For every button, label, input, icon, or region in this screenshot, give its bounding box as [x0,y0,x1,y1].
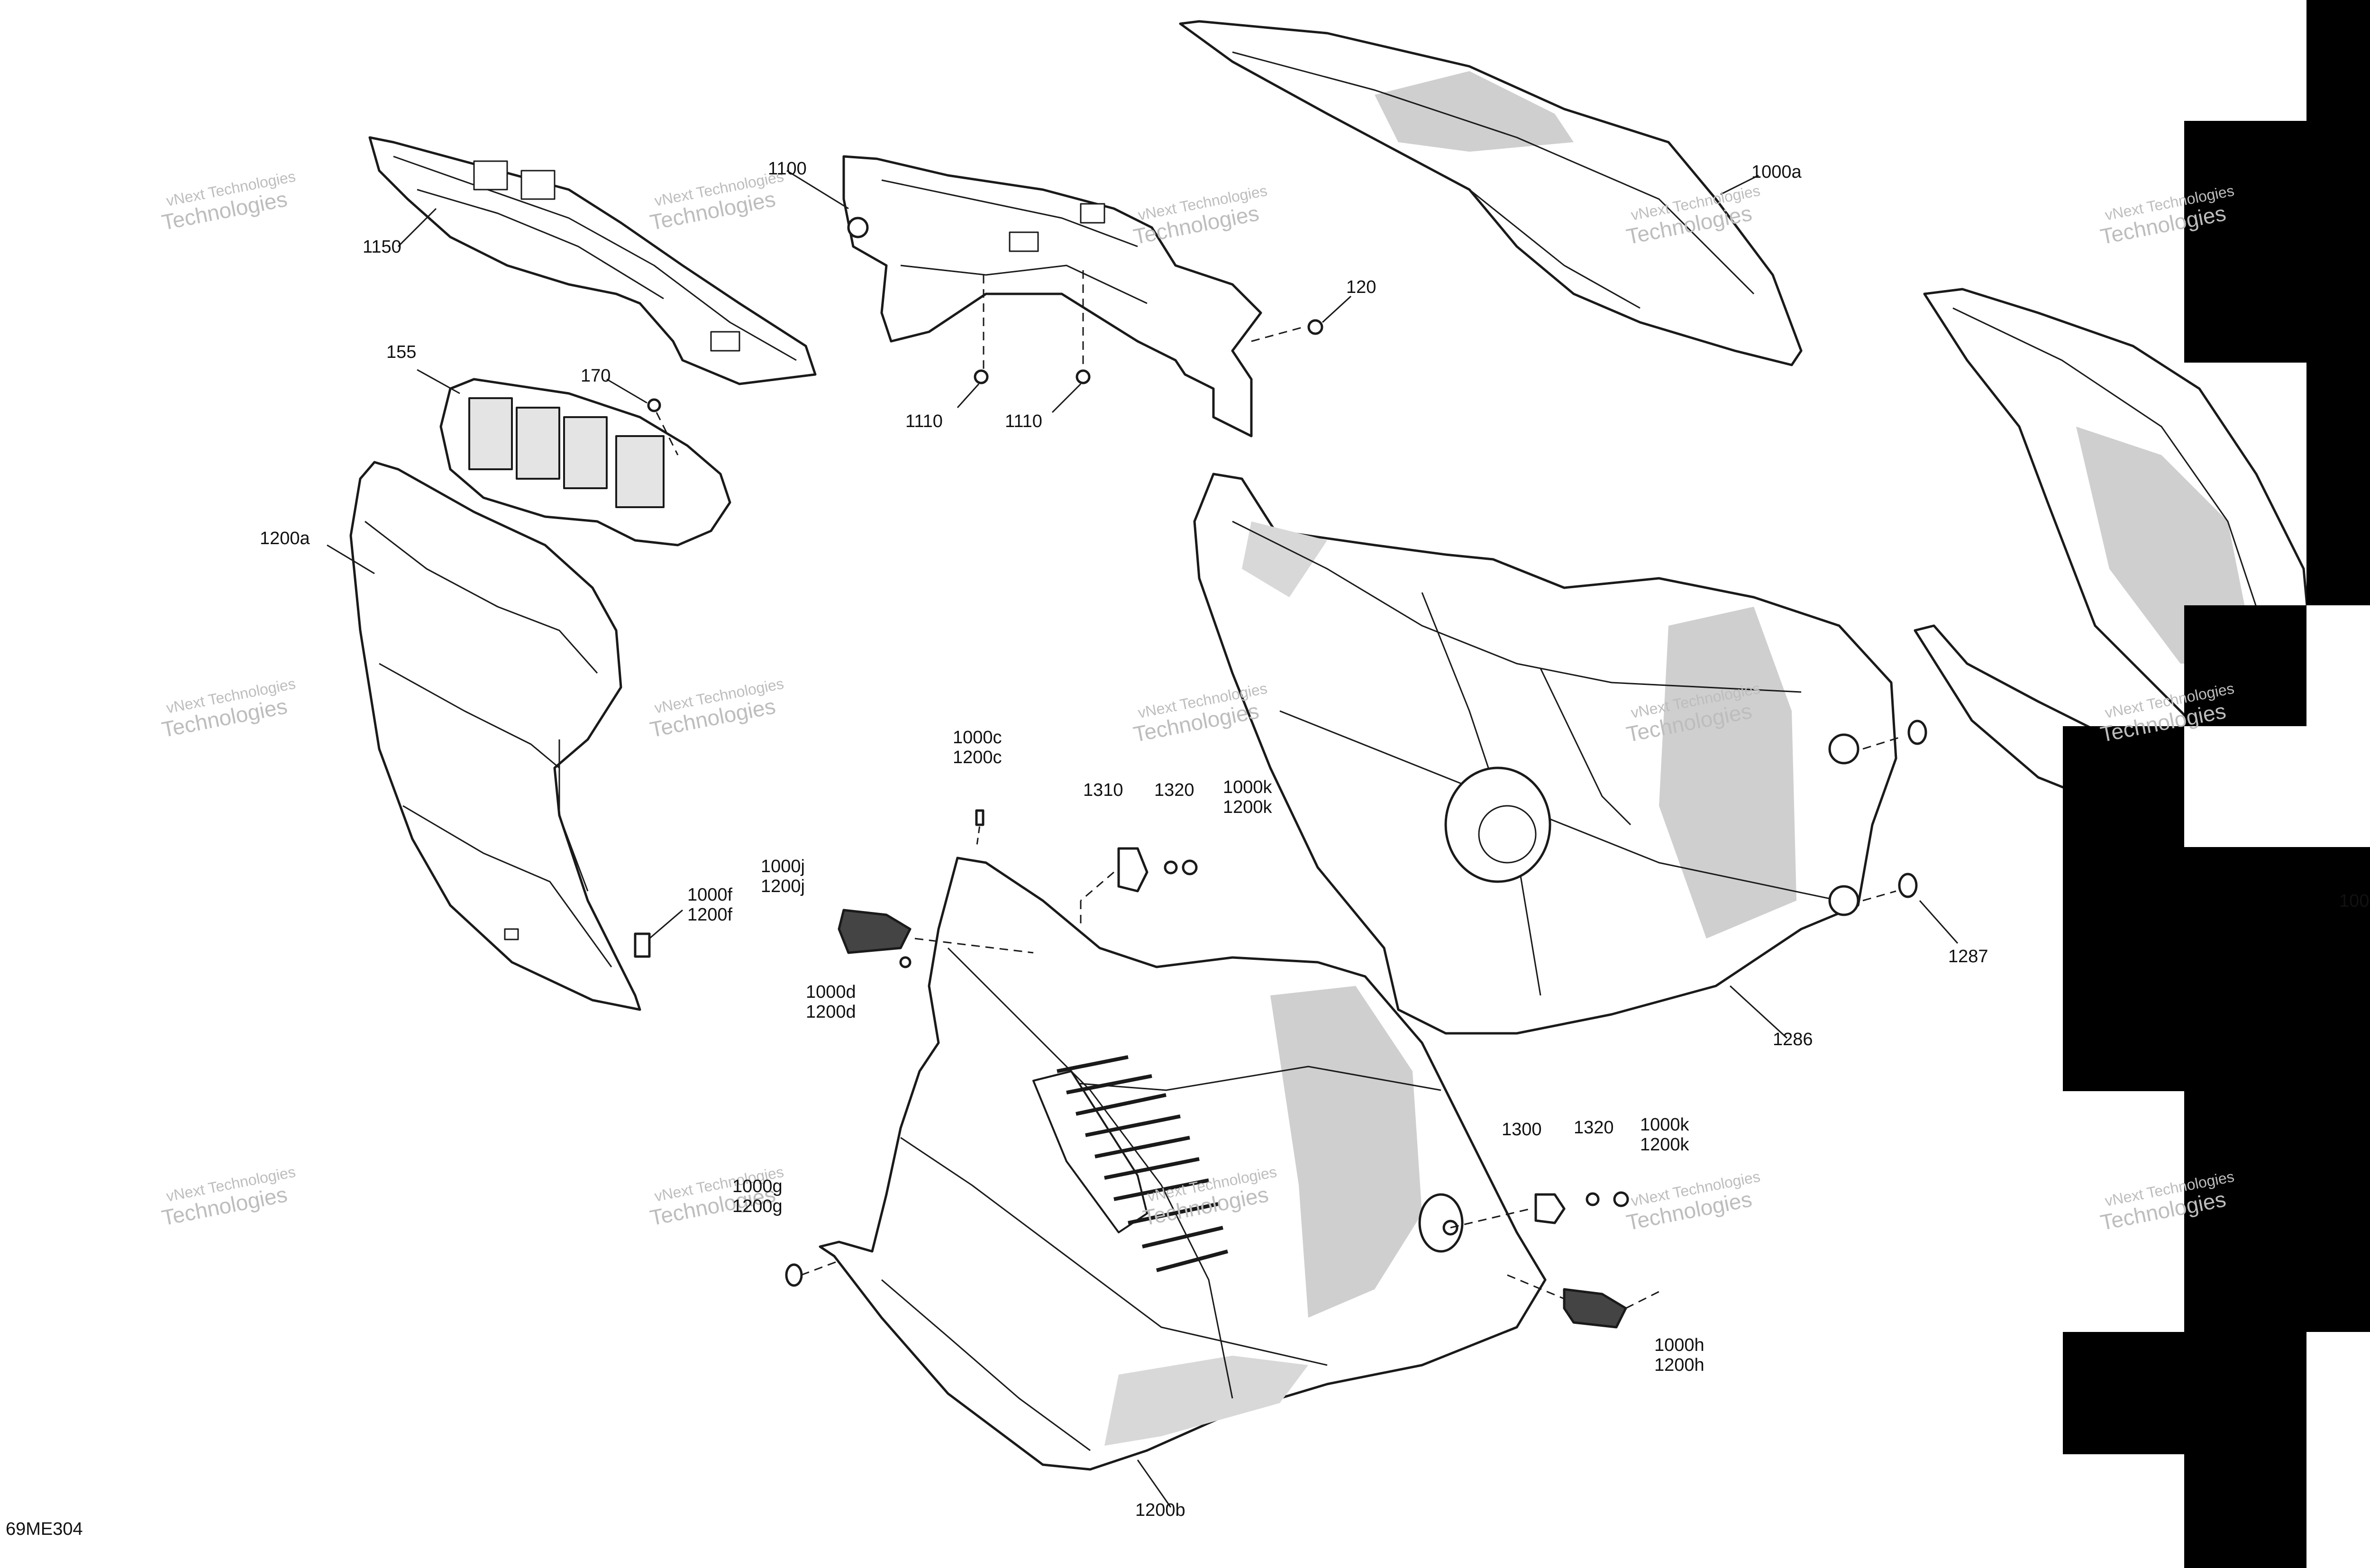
connector-1000h [1563,1288,1627,1329]
callout-1200a: 1200a [260,529,310,548]
fastener-120 [1307,319,1323,335]
vent-slots-1200b [1057,1055,1229,1272]
callout-1200b: 1200b [1135,1500,1185,1520]
washer-1320-a [1164,860,1178,875]
callout-1000j: 1000j [761,857,805,876]
part-1200a-side-panel [349,461,641,1011]
callout-1000d: 1000d [806,982,856,1002]
callout-1320-b: 1320 [1574,1118,1614,1138]
callout-1000c: 1000c [953,728,1002,748]
part-1286-inner-panel [1193,473,1897,1035]
callout-120: 120 [1346,277,1376,297]
callout-1200k-b: 1200k [1640,1135,1689,1155]
callout-1000c-1200c: 1000c 1200c [953,728,1002,767]
callout-1000f-1200f: 1000f 1200f [687,885,732,925]
callout-1000d-1200d: 1000d 1200d [806,982,856,1022]
callout-170: 170 [581,366,611,386]
callout-1000k-1200k-b: 1000k 1200k [1640,1115,1689,1155]
grommet-1310 [1117,847,1149,893]
callout-1110-a: 1110 [905,411,943,431]
part-1100-support [842,155,1262,438]
callout-1200k-a: 1200k [1223,797,1272,817]
callout-1200g: 1200g [732,1196,783,1216]
diagram-code: 69ME304 [6,1519,83,1539]
callout-1320-a: 1320 [1154,780,1194,800]
callout-1200h: 1200h [1654,1355,1705,1375]
callout-1200j: 1200j [761,876,805,896]
callout-1200d: 1200d [806,1002,856,1022]
callout-1200f: 1200f [687,905,733,925]
fastener-1110-a [974,369,989,384]
part-155-grille [439,378,731,547]
clip-1000c [975,809,984,826]
callout-1000k-b: 1000k [1640,1115,1689,1135]
part-1150-bracket [368,136,817,385]
callout-1000k-1200k-a: 1000k 1200k [1223,777,1272,817]
callout-1200c: 1200c [953,748,1002,767]
clip-1000f [634,932,651,958]
part-1000a-panel [1179,20,1803,366]
callout-1000g-1200g: 1000g 1200g [732,1176,783,1216]
callout-1300: 1300 [1502,1120,1542,1140]
callout-1000k-a: 1000k [1223,777,1272,797]
callout-1000b: 1000b [2339,891,2370,911]
fastener-170 [647,398,661,412]
callout-1000h: 1000h [1654,1335,1705,1355]
callout-1000j-1200j: 1000j 1200j [761,857,805,896]
callout-1100: 1100 [768,159,807,179]
callout-1310: 1310 [1083,780,1123,800]
screw-1000k-a [1182,859,1198,875]
grommet-1287-a [1907,720,1927,745]
callout-1110-b: 1110 [1005,411,1042,431]
callout-1000a: 1000a [1751,162,1802,182]
callout-1000h-1200h: 1000h 1200h [1654,1335,1705,1375]
callout-1150: 1150 [363,237,401,257]
callout-1000f: 1000f [687,885,733,905]
grommet-1287-b [1898,873,1918,898]
callout-1286: 1286 [1773,1030,1813,1049]
washer-1320-b [1586,1192,1600,1206]
screw-1000k-b [1613,1191,1629,1207]
grommet-1300 [1534,1193,1566,1224]
callout-1000g: 1000g [732,1176,783,1196]
dark-blocks-right [2063,0,2370,1568]
connector-1000j [838,909,912,954]
callout-155: 155 [386,342,417,362]
callout-1287: 1287 [1948,947,1988,966]
clip-1000d [899,956,912,968]
fastener-1110-b [1076,369,1091,384]
clip-1000g [785,1263,803,1287]
